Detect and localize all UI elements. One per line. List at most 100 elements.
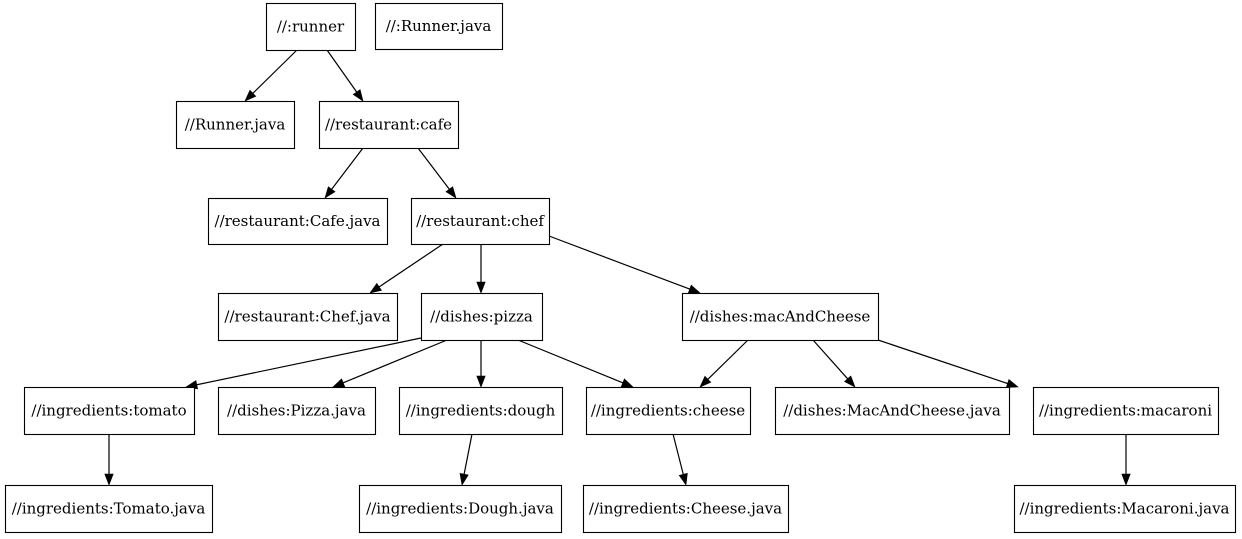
graph-edge <box>476 340 486 388</box>
node-box[interactable] <box>207 197 389 246</box>
node-label: //restaurant:cafe <box>325 116 452 134</box>
edge-arrowhead <box>324 186 336 199</box>
graph-node-ingredientsCheese[interactable]: //ingredients:cheese <box>585 386 752 436</box>
edges-layer <box>104 49 1131 486</box>
node-box[interactable] <box>585 386 752 436</box>
node-box[interactable] <box>358 484 563 534</box>
node-label: //dishes:MacAndCheese.java <box>783 402 1001 420</box>
node-label: //:Runner.java <box>386 17 492 35</box>
edge-arrowhead <box>687 284 701 294</box>
graph-node-restaurantChef[interactable]: //restaurant:chef <box>410 197 551 246</box>
edge-line <box>252 49 298 94</box>
node-box[interactable] <box>217 386 377 436</box>
node-box[interactable] <box>681 292 880 342</box>
graph-edge <box>324 147 364 199</box>
graph-node-RunnerJava[interactable]: //Runner.java <box>175 100 296 150</box>
graph-node-runner[interactable]: //:runner <box>265 2 357 52</box>
node-box[interactable] <box>175 100 296 150</box>
graph-node-ingredientsDough[interactable]: //ingredients:dough <box>398 386 564 436</box>
edge-line <box>877 339 1008 385</box>
node-label: //ingredients:Cheese.java <box>589 500 782 518</box>
edge-line <box>417 147 450 190</box>
node-label: //ingredients:Dough.java <box>366 500 554 518</box>
node-box[interactable] <box>217 292 399 342</box>
node-label: //dishes:macAndCheese <box>690 308 871 326</box>
graph-edge <box>417 147 457 199</box>
nodes-layer: //:runner //:Runner.java //Runner.java //re… <box>4 2 1237 534</box>
node-box[interactable] <box>1013 484 1237 534</box>
graph-edge <box>812 339 856 388</box>
node-label: //ingredients:macaroni <box>1039 402 1212 420</box>
edge-arrowhead <box>678 472 688 486</box>
edge-line <box>326 49 358 93</box>
edge-line <box>548 235 690 290</box>
edge-arrowhead <box>1005 379 1019 388</box>
edge-arrowhead <box>459 473 469 486</box>
graph-edge <box>877 339 1019 388</box>
graph-edge <box>459 433 473 486</box>
graph-node-dishesMacAndCheese[interactable]: //dishes:macAndCheese <box>681 292 880 342</box>
graph-node-dishesMacJava[interactable]: //dishes:MacAndCheese.java <box>774 386 1011 436</box>
graph-edge <box>326 49 364 102</box>
edge-arrowhead <box>244 89 257 102</box>
edge-arrowhead <box>1121 473 1131 486</box>
node-box[interactable] <box>4 484 214 534</box>
edge-line <box>342 339 448 384</box>
graph-edge <box>369 243 444 294</box>
graph-node-ingredientsMacaroni[interactable]: //ingredients:macaroni <box>1032 386 1220 436</box>
graph-node-ingredientsTomato[interactable]: //ingredients:tomato <box>23 386 196 436</box>
node-label: //dishes:Pizza.java <box>227 402 366 420</box>
graph-node-dishesPizza[interactable]: //dishes:pizza <box>420 292 544 342</box>
graph-edge <box>332 339 448 388</box>
graph-edge <box>1121 434 1131 486</box>
graph-edge <box>672 433 688 486</box>
graph-node-tomatoJava[interactable]: //ingredients:Tomato.java <box>4 484 214 534</box>
node-box[interactable] <box>374 2 504 51</box>
graph-node-cheeseJava[interactable]: //ingredients:Cheese.java <box>582 484 790 534</box>
graph-node-RunnerJavaRoot[interactable]: //:Runner.java <box>374 2 504 51</box>
graph-edge <box>476 244 486 294</box>
node-box[interactable] <box>774 386 1011 436</box>
graph-node-restaurantCafe[interactable]: //restaurant:cafe <box>318 100 460 150</box>
graph-edge <box>244 49 298 102</box>
graph-edge <box>699 339 749 388</box>
edge-line <box>812 339 849 380</box>
graph-edge <box>104 434 114 486</box>
node-box[interactable] <box>265 2 357 52</box>
edge-arrowhead <box>332 378 346 388</box>
edge-arrowhead <box>445 186 457 199</box>
node-label: //ingredients:Tomato.java <box>12 500 206 518</box>
graph-edge <box>548 235 701 294</box>
node-box[interactable] <box>420 292 544 342</box>
edge-line <box>707 339 749 380</box>
node-label: //dishes:pizza <box>430 308 533 326</box>
graph-edge <box>185 337 422 390</box>
graph-node-dishesPizzaJava[interactable]: //dishes:Pizza.java <box>217 386 377 436</box>
edge-line <box>331 147 364 190</box>
node-box[interactable] <box>410 197 551 246</box>
node-box[interactable] <box>1032 386 1220 436</box>
edge-line <box>196 337 422 386</box>
edge-arrowhead <box>352 89 364 102</box>
edge-arrowhead <box>369 282 382 294</box>
edge-line <box>378 243 444 288</box>
edge-line <box>517 339 624 384</box>
node-label: //restaurant:chef <box>416 212 545 230</box>
edge-line <box>672 433 684 475</box>
node-box[interactable] <box>398 386 564 436</box>
node-label: //ingredients:cheese <box>591 402 745 420</box>
node-label: //ingredients:dough <box>406 402 556 420</box>
graph-node-restaurantChefJava[interactable]: //restaurant:Chef.java <box>217 292 399 342</box>
node-box[interactable] <box>23 386 196 436</box>
graph-node-restaurantCafeJava[interactable]: //restaurant:Cafe.java <box>207 197 389 246</box>
node-label: //restaurant:Chef.java <box>224 308 390 326</box>
node-box[interactable] <box>582 484 790 534</box>
node-label: //Runner.java <box>185 116 286 134</box>
graph-node-doughJava[interactable]: //ingredients:Dough.java <box>358 484 563 534</box>
edge-arrowhead <box>844 375 856 388</box>
graph-node-macaroniJava[interactable]: //ingredients:Macaroni.java <box>1013 484 1237 534</box>
edge-arrowhead <box>104 473 114 486</box>
node-box[interactable] <box>318 100 460 150</box>
edge-arrowhead <box>476 375 486 388</box>
